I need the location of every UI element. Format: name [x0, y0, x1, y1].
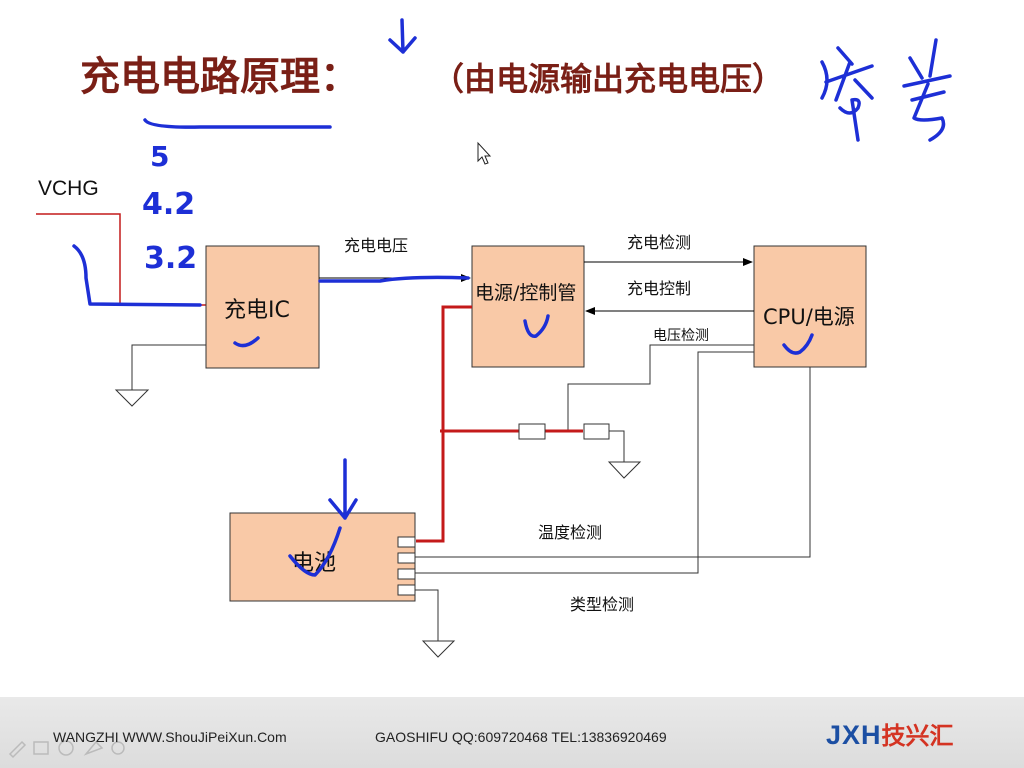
close-paren-stroke — [820, 60, 829, 100]
battery-pin — [397, 584, 416, 596]
ground-symbol — [114, 389, 150, 407]
battery-supply-wire — [416, 305, 472, 543]
cpu-checkmark — [782, 333, 814, 355]
temp-detect-wire — [415, 367, 811, 558]
ic-checkmark — [233, 336, 260, 348]
logo-latin: JXH — [826, 720, 882, 750]
footer-contact: GAOSHIFU QQ:609720468 TEL:13836920469 — [375, 729, 667, 745]
voltage-value: 5 — [150, 140, 169, 173]
voltage-annotations: 5 4.2 3.2 — [142, 140, 197, 276]
ground-symbol — [607, 461, 642, 479]
charge-ic-box — [205, 245, 320, 369]
power-checkmark — [523, 314, 550, 338]
battery-pin — [397, 568, 416, 580]
divider-ground-wire — [609, 430, 625, 462]
voltage-value: 3.2 — [144, 241, 197, 276]
battery-down-arrow — [328, 458, 358, 520]
company-logo: JXH技兴汇 — [826, 716, 954, 751]
battery-pin — [397, 552, 416, 564]
power-control-box — [471, 245, 585, 368]
charge-voltage-trace — [318, 275, 470, 283]
temp-detect-label: 温度检测 — [538, 523, 602, 542]
resistor-2 — [583, 423, 610, 440]
slide-subtitle: （由电源输出充电电压） — [432, 60, 784, 98]
eraser-icon[interactable] — [58, 740, 74, 756]
battery-checkmark — [288, 526, 342, 577]
cpu-power-box — [753, 245, 867, 368]
vchg-label: VCHG — [38, 177, 99, 200]
voltage-detect-wire — [567, 344, 754, 431]
pen-icon[interactable] — [8, 740, 27, 759]
battery-ground-wire — [415, 589, 439, 641]
vchg-trace-annotation — [72, 244, 202, 307]
handwriting-layer — [824, 38, 952, 142]
down-arrow-annotation — [388, 18, 417, 54]
type-detect-label: 类型检测 — [570, 595, 634, 614]
ground-symbol — [421, 640, 456, 658]
battery-pin — [397, 536, 416, 548]
slide-title: 充电电路原理： — [80, 53, 360, 100]
charge-control-label: 充电控制 — [627, 279, 691, 298]
logo-chinese: 技兴汇 — [881, 723, 954, 750]
slides-icon[interactable] — [33, 741, 49, 755]
handwriting-layer — [72, 18, 829, 577]
voltage-detect-label: 电压检测 — [653, 328, 709, 344]
footer-website: WANGZHI WWW.ShouJiPeiXun.Com — [53, 729, 287, 745]
charge-voltage-label: 充电电压 — [344, 236, 408, 255]
power-control-label: 电源/控制管 — [475, 282, 576, 304]
cpu-power-label: CPU/电源 — [763, 305, 855, 329]
voltage-value: 4.2 — [142, 187, 195, 222]
charge-ic-label: 充电IC — [224, 298, 290, 323]
slide-footer — [0, 697, 1024, 768]
note-char-2 — [902, 38, 952, 142]
menu-icon[interactable] — [111, 741, 125, 755]
ic-ground-wire — [131, 344, 206, 390]
charge-detect-label: 充电检测 — [627, 233, 691, 252]
pen-tools — [6, 734, 136, 764]
title-underline — [143, 118, 332, 129]
type-detect-wire — [415, 351, 754, 574]
pointer-icon[interactable] — [83, 740, 104, 756]
note-char-1 — [824, 46, 874, 142]
battery-box — [229, 512, 416, 602]
resistor-1 — [518, 423, 546, 440]
cursor-icon — [477, 141, 492, 165]
